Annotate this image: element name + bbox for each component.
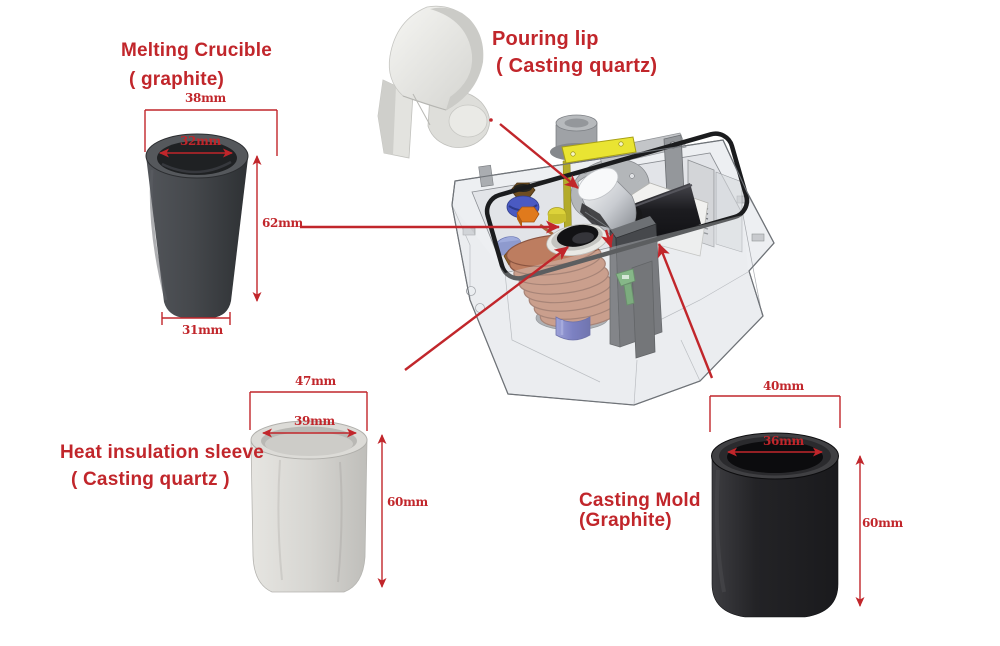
- pointer-arrows: [300, 118, 714, 379]
- heat-insulation-sleeve-material: ( Casting quartz ): [71, 469, 230, 490]
- heat-insulation-sleeve-photo: [250, 420, 368, 593]
- melting-crucible-material: ( graphite): [129, 69, 225, 90]
- sleeve-outer-diameter-value: 47mm: [295, 374, 336, 388]
- crucible-outer-diameter-value: 38mm: [185, 91, 226, 105]
- crucible-inner-diameter-value: 32mm: [180, 134, 221, 148]
- dimension-annotations: [144, 109, 865, 607]
- pouring-lip-label: Pouring lip: [492, 28, 599, 50]
- arrow-mold-to-machine: [657, 243, 714, 379]
- casting-mold-photo: [711, 432, 839, 618]
- crucible-bottom-diameter-value: 31mm: [182, 323, 223, 337]
- machine-assembly-drawing: [451, 114, 775, 406]
- casting-mold-material: (Graphite): [579, 510, 672, 531]
- sleeve-inner-diameter-value: 39mm: [294, 414, 335, 428]
- sleeve-height-value: 60mm: [387, 495, 428, 509]
- crucible-dimension-lines: [144, 109, 278, 325]
- arrow-lip-outlet: [601, 229, 614, 248]
- mold-outer-diameter-value: 40mm: [763, 379, 804, 393]
- heat-insulation-sleeve-label: Heat insulation sleeve: [60, 442, 264, 463]
- melting-crucible-label: Melting Crucible: [121, 40, 272, 61]
- casting-mold-label: Casting Mold: [579, 490, 701, 511]
- gasket-ring: [484, 131, 750, 281]
- sleeve-dimension-lines: [249, 391, 387, 588]
- divider-plates: [609, 216, 663, 359]
- drive-shaft: [555, 316, 591, 341]
- pouring-lip-photo: [377, 5, 490, 159]
- stray-red-dot: [489, 118, 493, 122]
- arrow-sleeve-to-machine: [404, 246, 569, 371]
- mold-dimension-lines: [709, 395, 865, 607]
- pouring-lip-in-machine: [577, 167, 637, 239]
- melting-crucible-photo: [145, 133, 249, 318]
- pouring-lip-material: ( Casting quartz): [496, 55, 658, 77]
- green-clip: [615, 268, 636, 306]
- mold-inner-diameter-value: 36mm: [763, 434, 804, 448]
- crucible-height-value: 62mm: [262, 216, 303, 230]
- arrow-pouring-lip-to-machine: [499, 123, 579, 189]
- mold-height-value: 60mm: [862, 516, 903, 530]
